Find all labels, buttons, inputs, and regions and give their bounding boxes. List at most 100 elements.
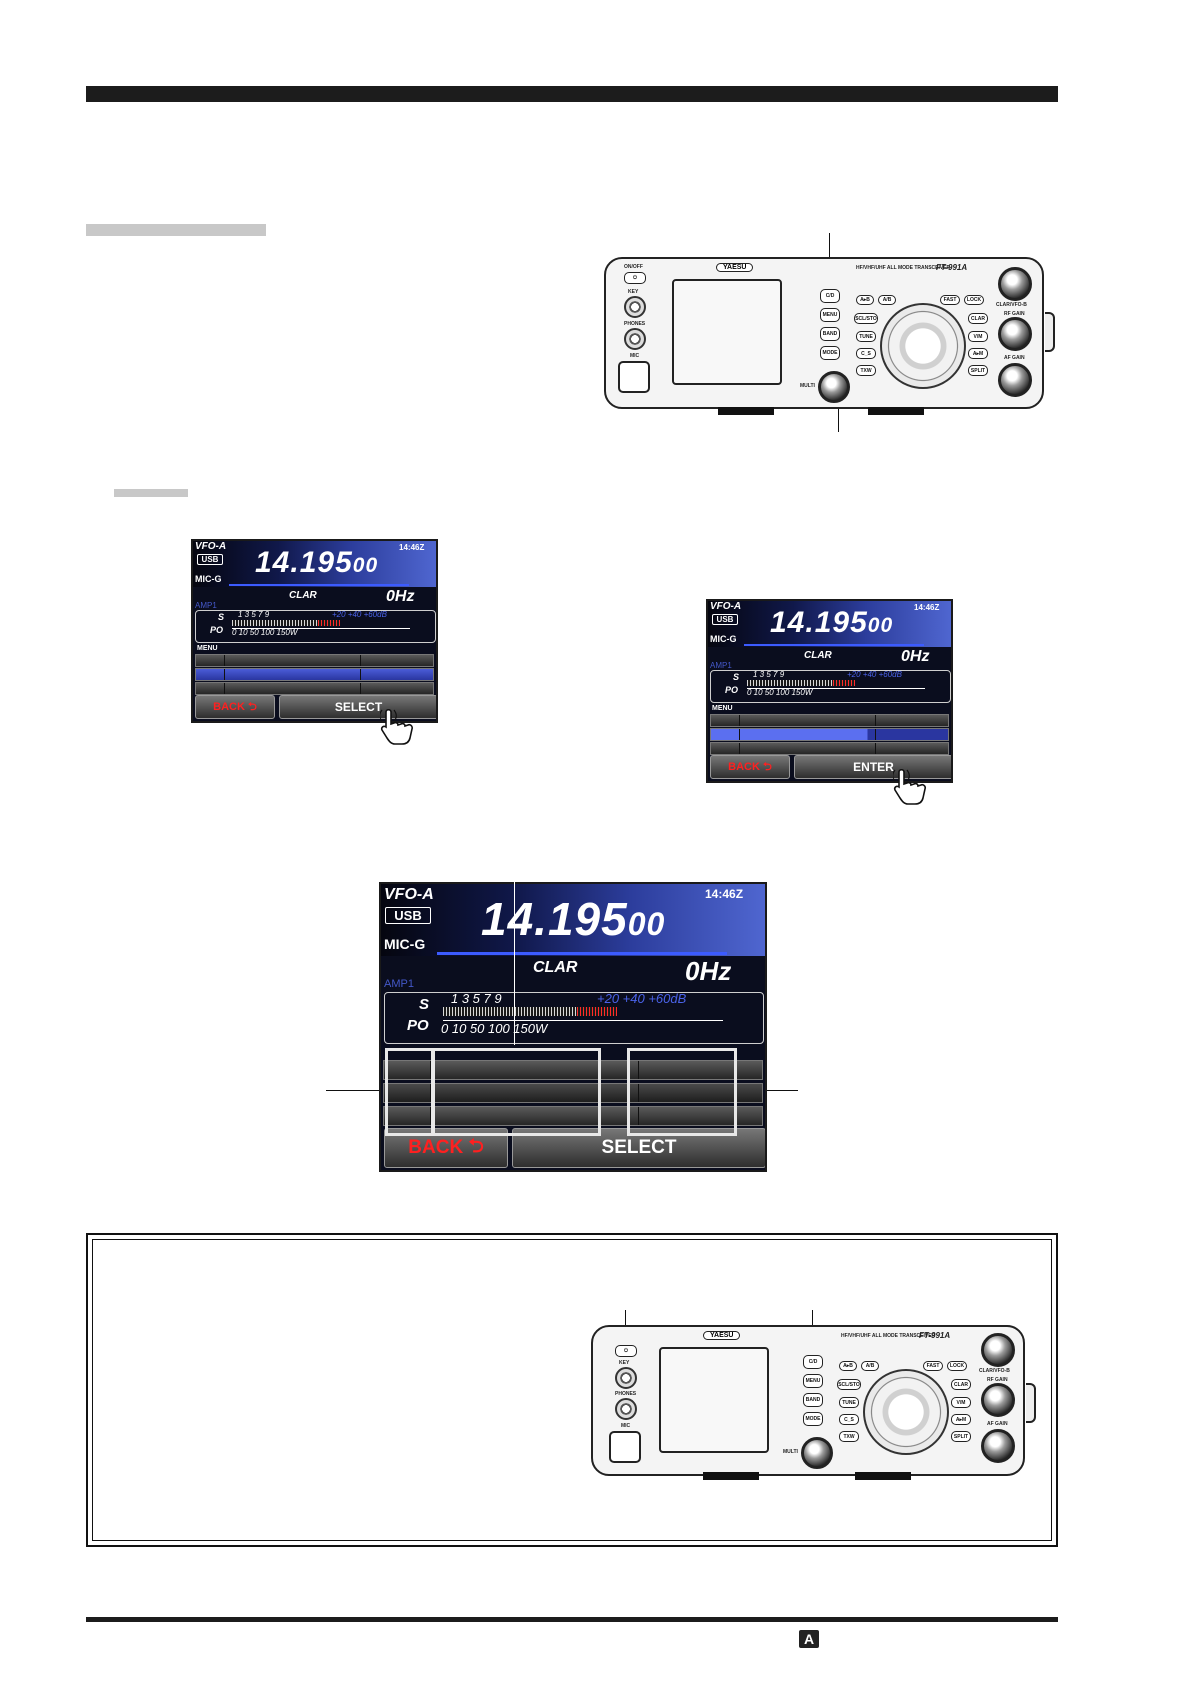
back-label: BACK <box>408 1137 464 1158</box>
main-tuning-dial[interactable] <box>863 1369 949 1455</box>
menu-row[interactable] <box>195 682 434 695</box>
menu-row[interactable] <box>383 1106 763 1126</box>
menu-button[interactable]: MENU <box>803 1374 823 1388</box>
lock-button[interactable]: LOCK <box>964 295 984 305</box>
rf-gain-knob[interactable] <box>981 1383 1015 1417</box>
main-tuning-dial[interactable] <box>880 303 966 389</box>
fast-button[interactable]: FAST <box>940 295 960 305</box>
ab-copy-button[interactable]: A▸B <box>839 1361 857 1371</box>
menu-row[interactable] <box>710 742 949 755</box>
menu-row[interactable] <box>383 1083 763 1103</box>
clar-label: CLAR <box>804 650 832 661</box>
txw-button[interactable]: TXW <box>839 1431 859 1442</box>
mic-gain-label: MIC-G <box>384 936 426 952</box>
section-heading-bar <box>86 224 266 236</box>
mic-gain-label: MIC-G <box>195 574 222 584</box>
ab-swap-button[interactable]: A/B <box>861 1361 879 1371</box>
lcd-screen-enter: VFO-A USB 14:46Z 14.19500 MIC-G CLAR 0Hz… <box>706 599 953 783</box>
mode-badge: USB <box>197 554 223 565</box>
vm-button[interactable]: V/M <box>968 331 988 342</box>
split-button[interactable]: SPLIT <box>968 365 988 376</box>
multi-label: MULTI <box>783 1449 798 1455</box>
lcd-screen-select: VFO-A USB 14:46Z 14.19500 MIC-G CLAR 0Hz… <box>191 539 438 723</box>
key-label: KEY <box>619 1360 630 1366</box>
po-scale: 0 10 50 100 150W <box>747 688 813 697</box>
menu-row[interactable] <box>195 654 434 667</box>
txw-button[interactable]: TXW <box>856 365 876 376</box>
power-button[interactable]: ⏻ <box>624 272 646 284</box>
radio-subtitle: HF/VHF/UHF ALL MODE TRANSCEIVER <box>856 265 951 271</box>
frequency-main: 14.195 <box>255 546 353 579</box>
highlight-frame-left <box>385 1048 435 1136</box>
clar-button[interactable]: CLAR <box>951 1379 971 1390</box>
ab-swap-button[interactable]: A/B <box>878 295 896 305</box>
cd-button[interactable]: C/D <box>820 289 840 303</box>
amp-label: AMP1 <box>384 978 414 990</box>
radio-side-handle <box>1045 312 1055 352</box>
key-jack <box>615 1367 637 1389</box>
clock: 14:46Z <box>914 603 940 612</box>
menu-row[interactable] <box>710 728 949 741</box>
band-button[interactable]: BAND <box>820 327 840 341</box>
s-scale: 1 3 5 7 9 <box>238 610 270 619</box>
s-plus-scale: +20 +40 +60dB <box>597 991 687 1006</box>
af-gain-label: AF GAIN <box>987 1421 1008 1427</box>
af-gain-knob[interactable] <box>981 1429 1015 1463</box>
tune-button[interactable]: TUNE <box>856 331 876 342</box>
po-scale: 0 10 50 100 150W <box>232 628 298 637</box>
cs-button[interactable]: C_S <box>839 1414 859 1425</box>
am-button[interactable]: A▸M <box>951 1414 971 1425</box>
multi-knob[interactable] <box>818 371 850 403</box>
highlight-frame-right <box>627 1048 737 1136</box>
multi-knob[interactable] <box>801 1437 833 1469</box>
band-button[interactable]: BAND <box>803 1393 823 1407</box>
clar-button[interactable]: CLAR <box>968 313 988 324</box>
scl-sto-button[interactable]: SCL/STO <box>854 313 878 324</box>
menu-row[interactable] <box>195 668 434 681</box>
clar-vfob-label: CLAR/VFO-B <box>979 1368 1010 1374</box>
ab-copy-button[interactable]: A▸B <box>856 295 874 305</box>
s-label: S <box>733 672 740 682</box>
enter-button[interactable]: ENTER <box>794 755 951 779</box>
menu-row[interactable] <box>710 714 949 727</box>
cs-button[interactable]: C_S <box>856 348 876 359</box>
s-scale: 1 3 5 7 9 <box>753 670 785 679</box>
s-po-meter: S PO 1 3 5 7 9 +20 +40 +60dB 0 10 50 100… <box>710 670 951 703</box>
clar-vfob-knob[interactable] <box>981 1333 1015 1367</box>
menu-button[interactable]: MENU <box>820 308 840 322</box>
radio-foot-right <box>855 1472 911 1480</box>
key-label: KEY <box>628 289 639 295</box>
menu-row[interactable] <box>383 1060 763 1080</box>
back-button[interactable]: BACK ⮌ <box>710 755 790 779</box>
amp-label: AMP1 <box>710 661 732 670</box>
footer-badge: A <box>799 1630 819 1648</box>
note-box <box>86 1233 1058 1547</box>
meter-ticks-red <box>833 680 855 686</box>
frequency-display: 14.19500 <box>481 892 665 946</box>
scl-sto-button[interactable]: SCL/STO <box>837 1379 861 1390</box>
cd-button[interactable]: C/D <box>803 1355 823 1369</box>
mode-button[interactable]: MODE <box>803 1412 823 1426</box>
mic-connector <box>609 1431 641 1463</box>
vfo-label: VFO-A <box>195 541 227 552</box>
split-button[interactable]: SPLIT <box>951 1431 971 1442</box>
po-scale-line <box>747 688 925 689</box>
tune-button[interactable]: TUNE <box>839 1397 859 1408</box>
fast-button[interactable]: FAST <box>923 1361 943 1371</box>
af-gain-knob[interactable] <box>998 363 1032 397</box>
radio-side-handle <box>1026 1383 1036 1423</box>
clock: 14:46Z <box>399 543 425 552</box>
back-button[interactable]: BACK ⮌ <box>195 695 275 719</box>
am-button[interactable]: A▸M <box>968 348 988 359</box>
select-button[interactable]: SELECT <box>279 695 436 719</box>
radio-front-panel-2: YAESU HF/VHF/UHF ALL MODE TRANSCEIVER FT… <box>591 1325 1025 1480</box>
rf-gain-knob[interactable] <box>998 317 1032 351</box>
vm-button[interactable]: V/M <box>951 1397 971 1408</box>
mode-button[interactable]: MODE <box>820 346 840 360</box>
frequency-sub: 00 <box>867 614 894 637</box>
brand-logo: YAESU <box>703 1331 741 1340</box>
clar-vfob-knob[interactable] <box>998 267 1032 301</box>
lock-button[interactable]: LOCK <box>947 1361 967 1371</box>
power-button[interactable]: ⏻ <box>615 1345 637 1357</box>
s-label: S <box>218 612 225 622</box>
